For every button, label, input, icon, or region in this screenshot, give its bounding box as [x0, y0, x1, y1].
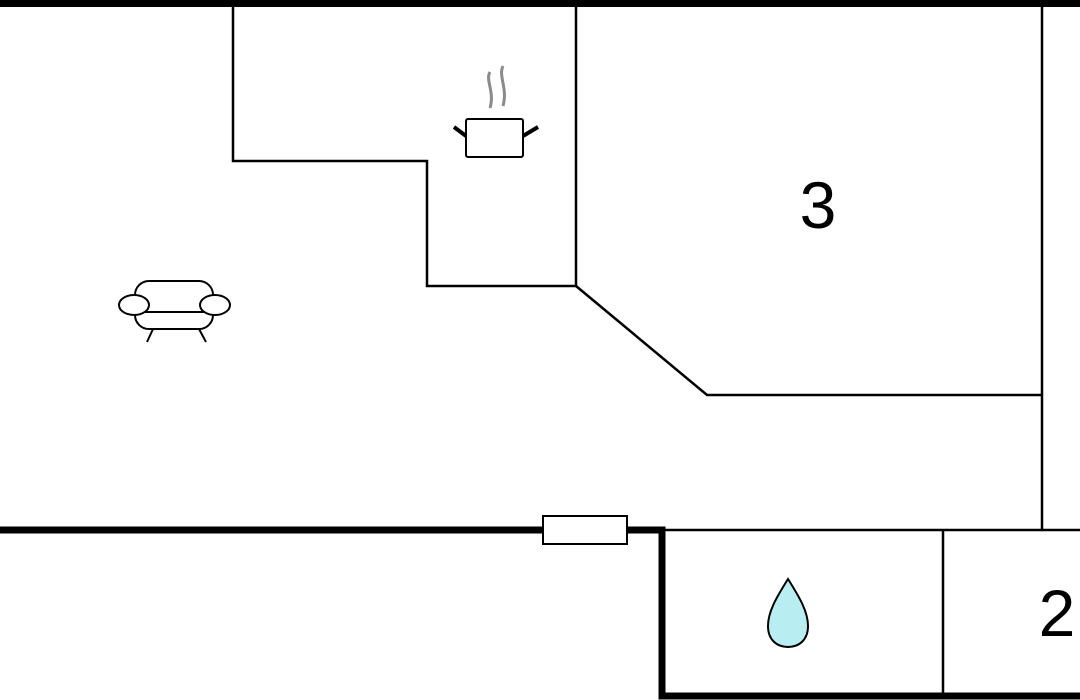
kitchen-wall	[231, 5, 578, 288]
bottom-exterior-wall	[0, 526, 1080, 700]
sofa-icon	[118, 280, 231, 343]
bedroom-3-diagonal-wall	[575, 285, 1042, 397]
room-label-3: 3	[800, 168, 837, 242]
door-icon	[542, 515, 628, 545]
room-label-2: 2	[1039, 576, 1076, 650]
water-drop-icon	[766, 577, 810, 649]
cooking-pot-icon	[452, 65, 540, 158]
